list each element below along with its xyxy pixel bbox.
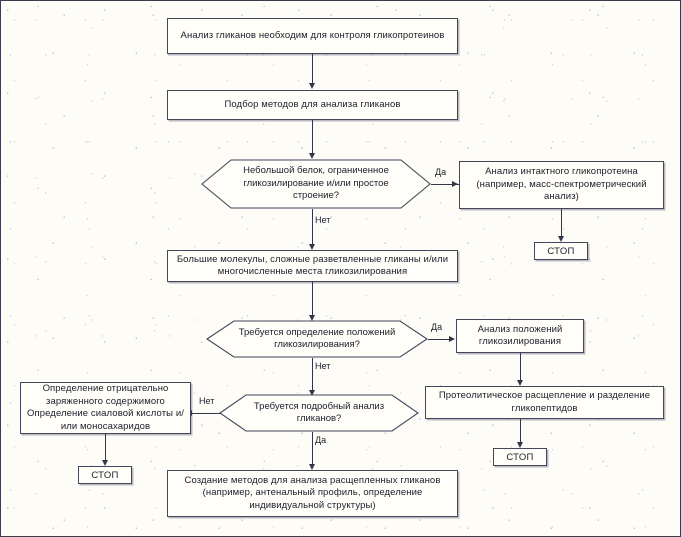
arrowhead-down bbox=[309, 315, 315, 321]
node-label: Подбор методов для анализа гликанов bbox=[224, 98, 401, 110]
hexagon-shape bbox=[219, 394, 419, 432]
edge-label-no-3: Нет bbox=[199, 396, 215, 406]
edge-proteolytic-to-stop2 bbox=[520, 419, 521, 443]
edge-method-to-decision1 bbox=[312, 120, 313, 154]
arrowhead-down bbox=[309, 83, 315, 89]
arrowhead-down bbox=[102, 460, 108, 466]
process-node-released-glycan-methods: Создание методов для анализа расщепленны… bbox=[167, 470, 458, 517]
arrowhead-down bbox=[558, 236, 564, 242]
node-label: Анализ гликанов необходим для контроля г… bbox=[180, 29, 445, 41]
arrowhead-down bbox=[309, 464, 315, 470]
node-label: СТОП bbox=[547, 245, 575, 257]
edge-large-to-decision2 bbox=[312, 282, 313, 316]
node-label: Большие молекулы, сложные разветвленные … bbox=[176, 253, 449, 278]
edge-label-no-1: Нет bbox=[315, 215, 331, 225]
edge-intact-to-stop1 bbox=[561, 209, 562, 237]
arrowhead-down bbox=[517, 442, 523, 448]
node-label: Небольшой белок, ограниченное гликозилир… bbox=[243, 165, 389, 202]
hexagon-shape bbox=[206, 320, 428, 358]
edge-label-yes-2: Да bbox=[431, 322, 443, 332]
process-node-method-selection: Подбор методов для анализа гликанов bbox=[167, 90, 458, 120]
node-label: Создание методов для анализа расщепленны… bbox=[184, 474, 441, 511]
arrowhead-down bbox=[309, 153, 315, 159]
process-node-charge-determination: Определение отрицательно заряженного сод… bbox=[20, 382, 191, 434]
decision-node-site-positions: Требуется определение положений гликозил… bbox=[206, 320, 428, 358]
arrowhead-down bbox=[309, 390, 315, 396]
process-node-start: Анализ гликанов необходим для контроля г… bbox=[167, 18, 458, 54]
edge-decision1-no bbox=[312, 209, 313, 245]
decision-node-small-protein: Небольшой белок, ограниченное гликозилир… bbox=[201, 159, 431, 209]
arrowhead-down bbox=[517, 380, 523, 386]
edge-decision1-yes bbox=[431, 184, 459, 185]
edge-label-no-2: Нет bbox=[315, 361, 331, 371]
terminator-node-stop-2: СТОП bbox=[493, 448, 547, 466]
hexagon-shape bbox=[201, 159, 431, 209]
edge-decision2-yes bbox=[428, 339, 453, 340]
node-label: Определение отрицательно заряженного сод… bbox=[27, 383, 184, 432]
decision-node-detailed-analysis: Требуется подробный анализ гликанов? bbox=[219, 394, 419, 432]
edge-decision3-yes bbox=[312, 432, 313, 465]
process-node-large-molecules: Большие молекулы, сложные разветвленные … bbox=[167, 250, 458, 282]
edge-charge-to-stop3 bbox=[105, 434, 106, 461]
process-node-intact-analysis: Анализ интактного гликопротеина (наприме… bbox=[459, 161, 664, 209]
edge-site-to-proteolytic bbox=[520, 353, 521, 381]
edge-start-to-method bbox=[312, 54, 313, 84]
node-label: СТОП bbox=[91, 469, 119, 481]
process-node-proteolytic-cleavage: Протеолитическое расщепление и разделени… bbox=[425, 386, 664, 419]
node-label: Анализ положений гликозилирования bbox=[477, 323, 563, 348]
arrowhead-right bbox=[452, 180, 458, 187]
edge-label-yes-1: Да bbox=[435, 167, 447, 177]
node-label: Требуется определение положений гликозил… bbox=[238, 326, 396, 351]
edge-decision2-no bbox=[312, 358, 313, 391]
arrowhead-right bbox=[449, 335, 455, 342]
terminator-node-stop-3: СТОП bbox=[78, 466, 132, 484]
edge-decision3-no bbox=[191, 413, 221, 414]
node-label: Протеолитическое расщепление и разделени… bbox=[438, 390, 651, 414]
arrowhead-down bbox=[309, 244, 315, 250]
node-label: Требуется подробный анализ гликанов? bbox=[253, 400, 385, 425]
process-node-site-analysis: Анализ положений гликозилирования bbox=[456, 319, 584, 353]
node-label: Анализ интактного гликопротеина (наприме… bbox=[476, 166, 647, 203]
terminator-node-stop-1: СТОП bbox=[534, 242, 588, 260]
node-label: СТОП bbox=[506, 451, 534, 463]
edge-label-yes-3: Да bbox=[315, 435, 327, 445]
